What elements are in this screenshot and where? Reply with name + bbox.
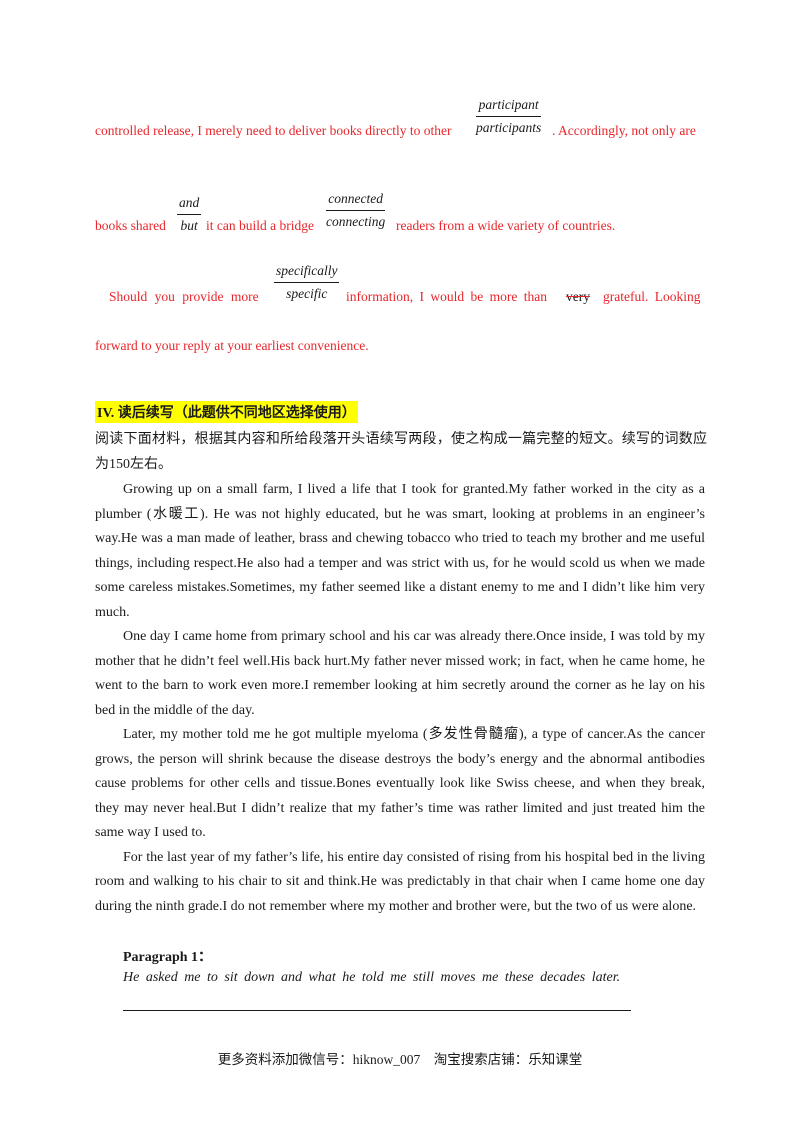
passage-paragraph: Later, my mother told me he got multiple… bbox=[95, 727, 705, 840]
section-heading: IV. 读后续写（此题供不同地区选择使用） bbox=[95, 401, 358, 423]
correction-bottom: participants bbox=[476, 120, 542, 135]
letter-text: Should you provide more bbox=[109, 289, 259, 304]
struck-word: very bbox=[566, 289, 590, 304]
letter-text: controlled release, I merely need to del… bbox=[95, 123, 452, 138]
letter-text: books shared bbox=[95, 218, 166, 233]
correction-top: and bbox=[177, 195, 202, 215]
correction-mark: specifically specific bbox=[274, 263, 340, 302]
correction-top: participant bbox=[476, 97, 542, 117]
letter-text: information, I would be more than bbox=[346, 289, 547, 304]
correction-bottom: specific bbox=[286, 286, 328, 301]
correction-bottom: but bbox=[180, 218, 198, 233]
correction-mark: and but bbox=[177, 195, 202, 234]
letter-text: grateful. Looking bbox=[603, 289, 701, 304]
passage-paragraph: For the last year of my father’s life, h… bbox=[95, 849, 705, 914]
passage-paragraph: Growing up on a small farm, I lived a li… bbox=[95, 482, 705, 620]
page-footer: 更多资料添加微信号：hiknow_007 淘宝搜索店铺：乐知课堂 bbox=[217, 1052, 583, 1067]
passage-paragraph: One day I came home from primary school … bbox=[95, 629, 705, 718]
letter-text: it can build a bridge bbox=[206, 218, 314, 233]
instruction-text: 阅读下面材料，根据其内容和所给段落开头语续写两段，使之构成一篇完整的短文。续写的… bbox=[95, 432, 707, 472]
correction-top: connected bbox=[326, 191, 386, 211]
answer-line[interactable] bbox=[123, 1010, 631, 1011]
letter-text: forward to your reply at your earliest c… bbox=[95, 338, 369, 353]
correction-mark: connected connecting bbox=[326, 191, 386, 230]
reading-passage: Growing up on a small farm, I lived a li… bbox=[95, 478, 705, 919]
letter-text: . Accordingly, not only are bbox=[552, 123, 696, 138]
correction-bottom: connecting bbox=[326, 214, 386, 229]
paragraph-prompt: He asked me to sit down and what he told… bbox=[123, 970, 621, 985]
correction-mark: participant participants bbox=[476, 97, 542, 136]
letter-text: readers from a wide variety of countries… bbox=[396, 218, 616, 233]
paragraph-label: Paragraph 1： bbox=[123, 950, 213, 965]
correction-top: specifically bbox=[274, 263, 340, 283]
